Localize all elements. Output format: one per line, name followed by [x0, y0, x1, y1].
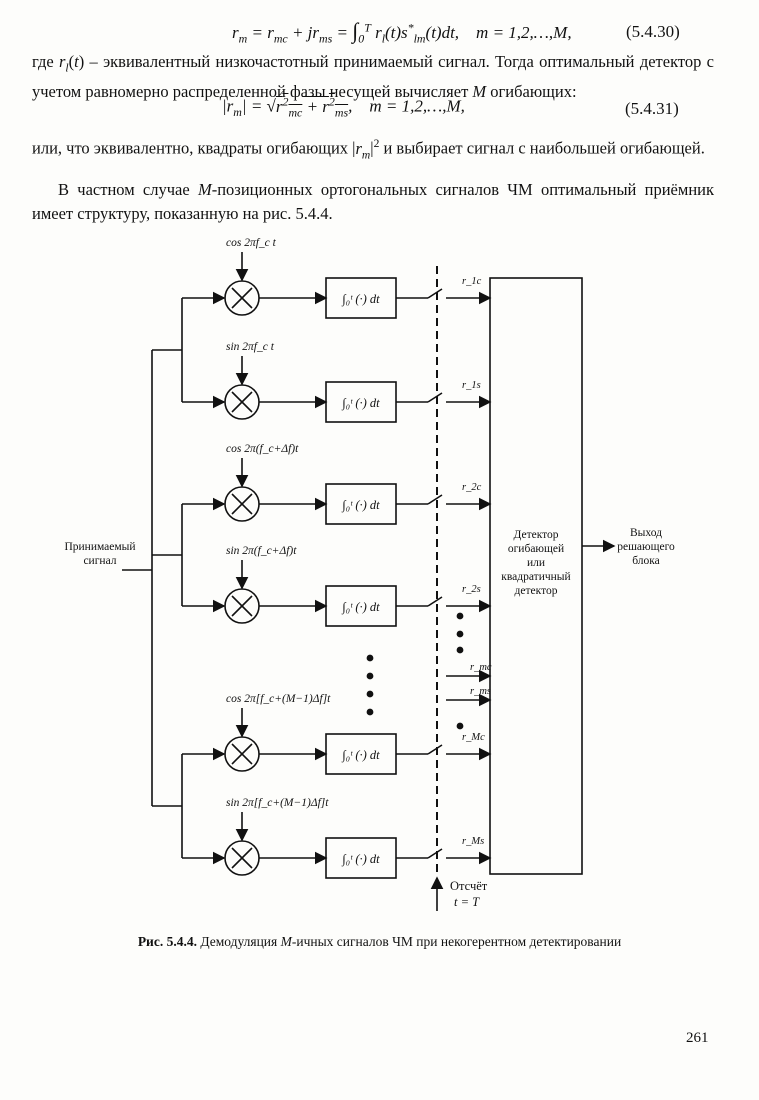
- ellipsis-dot-right-2: [456, 630, 464, 638]
- integrator-label-3: ∫₀ᵗ (·) dt: [341, 498, 380, 513]
- output-label-3: r_2c: [462, 482, 482, 493]
- switch-3: [427, 494, 443, 505]
- equation-number-2: (5.4.31): [625, 99, 679, 118]
- integrator-label-1: ∫₀ᵗ (·) dt: [341, 292, 380, 307]
- output-label-4: r_2s: [462, 584, 481, 595]
- extra-output-label-1: r_mc: [470, 662, 492, 673]
- integrator-label-2: ∫₀ᵗ (·) dt: [341, 396, 380, 411]
- sample-label-line-2: t = T: [454, 895, 480, 909]
- page-number: 261: [686, 1030, 709, 1046]
- detector-label-line-3: или: [527, 557, 545, 569]
- osc-label-6: sin 2π[f_c+(M−1)Δf]t: [226, 797, 329, 809]
- detector-label-line-1: Детектор: [513, 529, 558, 541]
- figure-caption: Рис. 5.4.4. Демодуляция M-ичных сигналов…: [137, 934, 622, 949]
- ellipsis-dot-right-3: [456, 646, 464, 654]
- mixer-cross-b-4: [231, 595, 253, 617]
- mixer-cross-b-3: [231, 493, 253, 515]
- detector-label-line-2: огибающей: [508, 543, 564, 555]
- paragraph-2: или, что эквивалентно, квадраты огибающи…: [32, 138, 705, 161]
- ellipsis-dot-right-low-1: [456, 722, 464, 730]
- osc-label-2: sin 2πf_c t: [226, 341, 275, 353]
- switch-4: [427, 596, 443, 607]
- ellipsis-dot-mid-2: [366, 672, 374, 680]
- mixer-cross-b-1: [231, 287, 253, 309]
- output-label-line-1: Выход: [630, 527, 662, 539]
- paragraph-1: где rl(t) – эквивалентный низкочастотный…: [32, 52, 714, 102]
- paragraph-3: В частном случае M-позиционных ортогонал…: [32, 180, 714, 223]
- extra-output-label-2: r_ms: [470, 686, 491, 697]
- integrator-label-5: ∫₀ᵗ (·) dt: [341, 748, 380, 763]
- switch-6: [427, 848, 443, 859]
- output-label-2: r_1s: [462, 380, 481, 391]
- integrator-label-6: ∫₀ᵗ (·) dt: [341, 852, 380, 867]
- detector-label-line-4: квадратичный: [501, 571, 570, 583]
- output-label-line-2: решающего: [617, 541, 675, 553]
- switch-2: [427, 392, 443, 403]
- detector-label-line-5: детектор: [515, 585, 558, 597]
- switch-1: [427, 288, 443, 299]
- ellipsis-dot-mid-3: [366, 690, 374, 698]
- osc-label-1: cos 2πf_c t: [226, 237, 277, 249]
- ellipsis-dot-mid-4: [366, 708, 374, 716]
- output-label-1: r_1c: [462, 276, 482, 287]
- input-label-line-1: Принимаемый: [64, 541, 135, 553]
- mixer-cross-b-2: [231, 391, 253, 413]
- equation-number-1: (5.4.30): [626, 22, 680, 41]
- output-label-line-3: блока: [632, 555, 660, 567]
- mixer-cross-b-5: [231, 743, 253, 765]
- equation-5-4-31: |rm| = √r2mc + r2ms, m = 1,2,…,M,: [222, 94, 465, 120]
- equation-5-4-30: rm = rmc + jrms = ∫0T rl(t)s*lm(t)dt, m …: [232, 18, 572, 46]
- demodulator-block-diagram: Принимаемый сигнал cos 2πf_c t ∫₀ᵗ (·) dt r_…: [64, 237, 675, 911]
- mixer-cross-b-6: [231, 847, 253, 869]
- osc-label-3: cos 2π(f_c+Δf)t: [226, 443, 299, 455]
- switch-5: [427, 744, 443, 755]
- ellipsis-dot-mid-1: [366, 654, 374, 662]
- detector-block: [489, 277, 583, 875]
- osc-label-4: sin 2π(f_c+Δf)t: [226, 545, 297, 557]
- output-label-6: r_Ms: [462, 836, 484, 847]
- output-label-5: r_Mc: [462, 732, 485, 743]
- integrator-label-4: ∫₀ᵗ (·) dt: [341, 600, 380, 615]
- osc-label-5: cos 2π[f_c+(M−1)Δf]t: [226, 693, 331, 705]
- sample-label-line-1: Отсчёт: [450, 879, 488, 893]
- input-label-line-2: сигнал: [83, 555, 116, 567]
- ellipsis-dot-right-1: [456, 612, 464, 620]
